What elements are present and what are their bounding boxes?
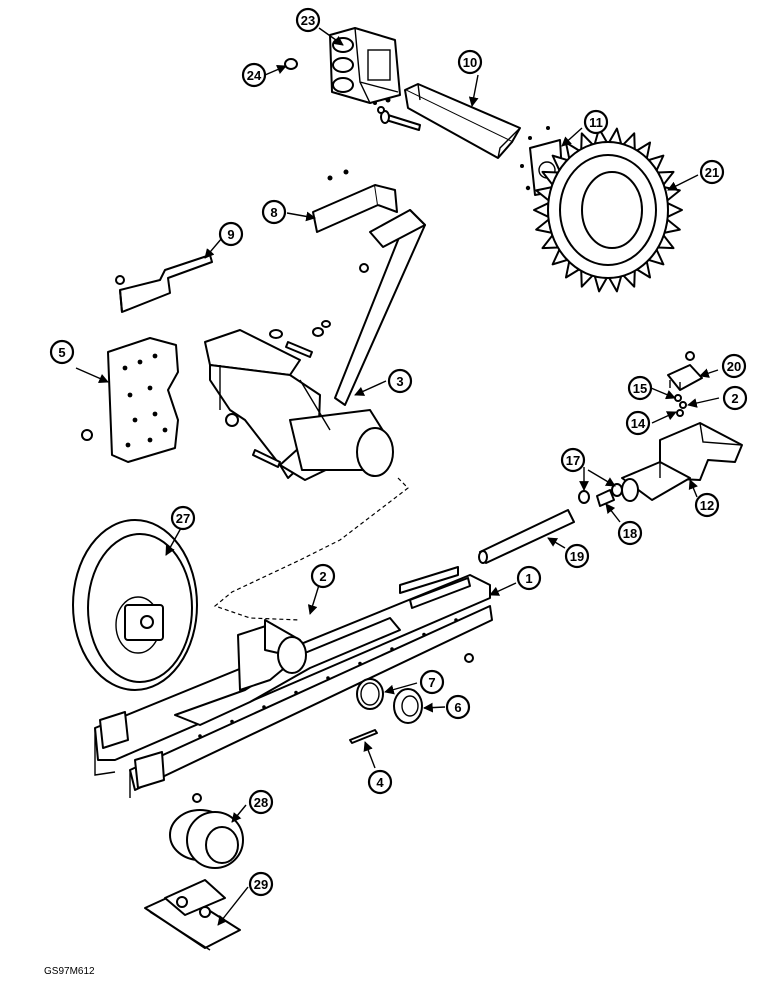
callout-17: 17 bbox=[560, 447, 586, 473]
plate-hole bbox=[162, 427, 168, 433]
callout-label: 5 bbox=[58, 345, 65, 360]
callout-9: 9 bbox=[218, 221, 244, 247]
callout-label: 4 bbox=[376, 775, 384, 790]
figure-code: GS97M612 bbox=[44, 966, 95, 977]
callout-label: 11 bbox=[589, 115, 603, 130]
part-6-cap bbox=[393, 688, 423, 724]
plate-hole bbox=[127, 392, 133, 398]
callout-label: 19 bbox=[570, 549, 584, 564]
plate-hole bbox=[132, 417, 138, 423]
frame-hole bbox=[422, 632, 426, 637]
frame-hole bbox=[230, 719, 234, 724]
plate-hole bbox=[147, 385, 153, 391]
callout-label: 27 bbox=[176, 511, 190, 526]
callout-label: 10 bbox=[463, 55, 477, 70]
frame-hole bbox=[358, 661, 362, 666]
callout-27: 27 bbox=[170, 505, 196, 531]
part-4-pin bbox=[349, 729, 378, 744]
part-10-channel bbox=[404, 83, 521, 159]
callout-3: 3 bbox=[387, 368, 413, 394]
callout-label: 20 bbox=[727, 359, 741, 374]
sprocket-tooth bbox=[533, 202, 550, 218]
leader-lines bbox=[75, 27, 720, 926]
frame-hole bbox=[390, 647, 394, 651]
part-21-sprocket bbox=[533, 127, 683, 293]
plate-hole bbox=[125, 442, 131, 448]
bolt-23 bbox=[377, 106, 421, 131]
callout-label: 6 bbox=[454, 700, 461, 715]
callout-1: 1 bbox=[516, 565, 542, 591]
frame-hole bbox=[326, 676, 330, 680]
plate-hole bbox=[137, 359, 143, 365]
frame-hole bbox=[294, 690, 298, 695]
frame-hole bbox=[262, 705, 266, 709]
callout-label: 2 bbox=[731, 391, 738, 406]
callout-7: 7 bbox=[419, 669, 445, 695]
callout-label: 3 bbox=[396, 374, 403, 389]
part-3-equalizer bbox=[204, 209, 426, 481]
callout-6: 6 bbox=[445, 694, 471, 720]
callout-label: 18 bbox=[623, 526, 637, 541]
part-29-track-shoe bbox=[144, 879, 241, 951]
callout-4: 4 bbox=[367, 769, 393, 795]
pivot-link-dashed bbox=[213, 477, 409, 621]
part-9-cover-plate bbox=[115, 254, 213, 313]
callout-label: 28 bbox=[254, 795, 268, 810]
callout-19: 19 bbox=[564, 543, 590, 569]
part-28-bottom-roller bbox=[169, 793, 244, 869]
plate-hole bbox=[152, 411, 158, 417]
callout-15: 15 bbox=[627, 375, 653, 401]
callout-20: 20 bbox=[721, 353, 747, 379]
part-24-plug bbox=[284, 58, 298, 70]
callout-23: 23 bbox=[295, 7, 321, 33]
part-17-18-rings bbox=[578, 483, 623, 507]
callout-label: 23 bbox=[301, 13, 315, 28]
frame-hole bbox=[198, 734, 202, 738]
callout-8: 8 bbox=[261, 199, 287, 225]
callout-label: 17 bbox=[566, 453, 580, 468]
part-12-axle-arm bbox=[621, 422, 743, 502]
callout-2: 2 bbox=[722, 385, 748, 411]
callout-10: 10 bbox=[457, 49, 483, 75]
part-5-side-plate bbox=[81, 337, 179, 463]
part-19-shaft bbox=[478, 509, 575, 564]
callout-label: 14 bbox=[631, 416, 646, 431]
callout-24: 24 bbox=[241, 62, 267, 88]
fasteners-3 bbox=[252, 320, 331, 468]
callout-label: 1 bbox=[525, 571, 532, 586]
callout-5: 5 bbox=[49, 339, 75, 365]
part-27-idler-wheel bbox=[72, 519, 198, 691]
callout-11: 11 bbox=[583, 109, 609, 135]
part-8-angle-bracket bbox=[312, 169, 398, 233]
part-14-15-fittings bbox=[674, 394, 687, 417]
callout-label: 15 bbox=[633, 381, 647, 396]
part-20-clamp bbox=[667, 351, 703, 391]
frame-hole bbox=[454, 618, 458, 622]
callout-label: 8 bbox=[270, 205, 277, 220]
callout-label: 21 bbox=[705, 165, 719, 180]
plate-hole bbox=[122, 365, 128, 371]
callout-label: 9 bbox=[227, 227, 234, 242]
callout-21: 21 bbox=[699, 159, 725, 185]
callout-label: 7 bbox=[428, 675, 435, 690]
part-1-track-frame bbox=[94, 566, 493, 798]
callout-2: 2 bbox=[310, 563, 336, 589]
part-7-ring bbox=[356, 678, 384, 710]
sprocket-tooth bbox=[666, 202, 683, 218]
part-23-housing bbox=[329, 27, 401, 105]
callout-29: 29 bbox=[248, 871, 274, 897]
callout-28: 28 bbox=[248, 789, 274, 815]
plate-hole bbox=[147, 437, 153, 443]
callout-label: 29 bbox=[254, 877, 268, 892]
plate-hole bbox=[152, 353, 158, 359]
callout-label: 24 bbox=[247, 68, 262, 83]
callout-12: 12 bbox=[694, 492, 720, 518]
callout-14: 14 bbox=[625, 410, 651, 436]
callout-label: 12 bbox=[700, 498, 714, 513]
callout-label: 2 bbox=[319, 569, 326, 584]
callout-18: 18 bbox=[617, 520, 643, 546]
